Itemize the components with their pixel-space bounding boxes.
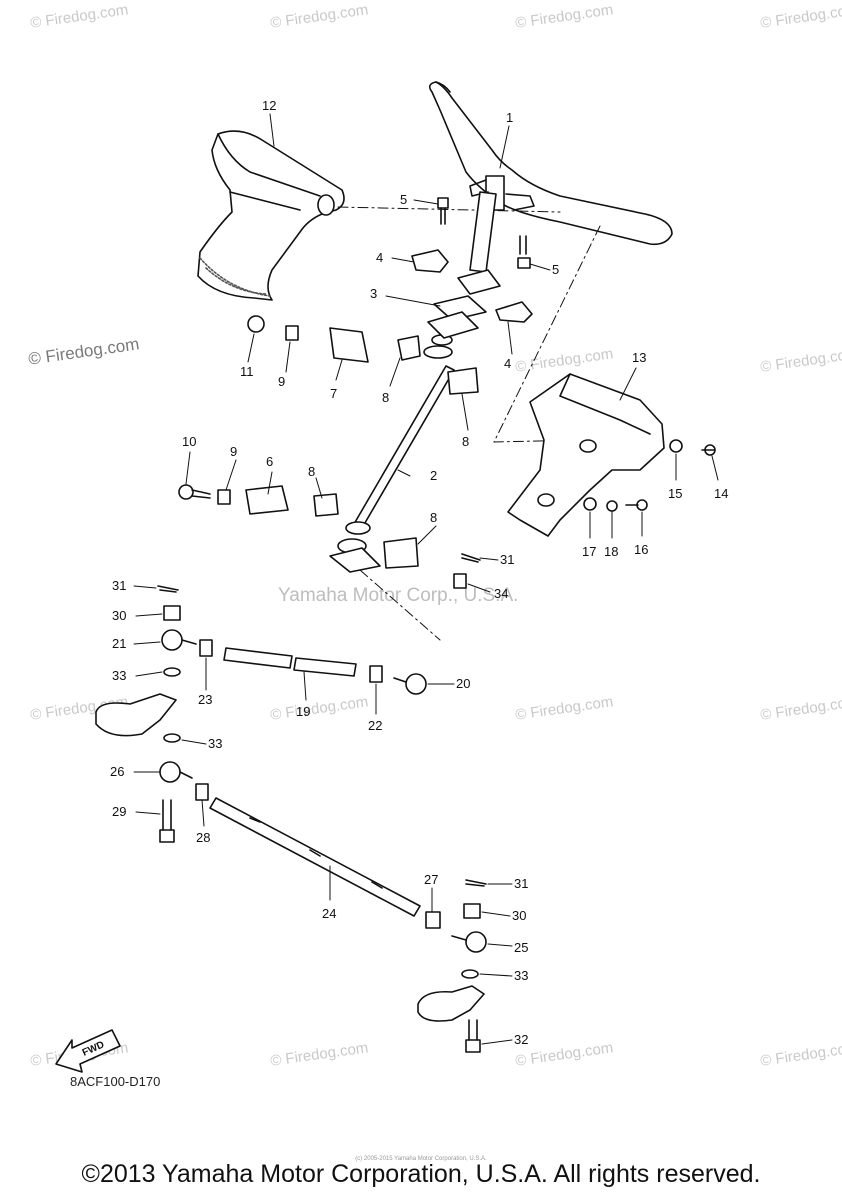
washer [461, 969, 479, 979]
center-watermark: Yamaha Motor Corp., U.S.A. [278, 585, 519, 606]
callout-label: 22 [368, 718, 382, 733]
callout-label: 14 [714, 486, 728, 501]
callout-label: 19 [296, 704, 310, 719]
callout-label: 1 [506, 110, 513, 125]
rod-end [159, 761, 193, 783]
callout-label: 12 [262, 98, 276, 113]
callout-label: 25 [514, 940, 528, 955]
bolt [465, 1019, 481, 1053]
cotter-pin [465, 879, 487, 887]
handlebar [428, 81, 673, 246]
callout-label: 4 [376, 250, 383, 265]
callout-label: 28 [196, 830, 210, 845]
cotter-pin [461, 553, 481, 563]
callout-label: 27 [424, 872, 438, 887]
callout-label: 29 [112, 804, 126, 819]
callout-label: 21 [112, 636, 126, 651]
callout-label: 3 [370, 286, 377, 301]
callout-label: 33 [514, 968, 528, 983]
diagram-code: 8ACF100-D170 [70, 1074, 161, 1089]
nut [163, 605, 181, 621]
callout-label: 15 [668, 486, 682, 501]
nut [285, 325, 299, 341]
screw [701, 444, 716, 456]
nut [453, 573, 467, 589]
callout-label: 11 [240, 364, 254, 379]
callout-label: 13 [632, 350, 646, 365]
collar [583, 497, 597, 511]
bracket [329, 327, 369, 363]
locknut [199, 639, 213, 657]
washer [163, 667, 181, 677]
rod-end [393, 673, 427, 695]
bolt [159, 799, 175, 843]
cotter-pin [157, 585, 179, 593]
callout-label: 10 [182, 434, 196, 449]
callout-label: 8 [430, 510, 437, 525]
bushing [383, 537, 419, 569]
callout-label: 5 [552, 262, 559, 277]
callout-label: 24 [322, 906, 336, 921]
locknut [369, 665, 383, 683]
callout-label: 31 [500, 552, 514, 567]
screw [625, 499, 648, 511]
callout-label: 4 [504, 356, 511, 371]
callout-label: 32 [514, 1032, 528, 1047]
callout-label: 33 [208, 736, 222, 751]
tie-rod-long [209, 797, 421, 917]
callout-label: 16 [634, 542, 648, 557]
callout-label: 33 [112, 668, 126, 683]
bracket [245, 485, 289, 515]
bushing [313, 493, 339, 517]
rod-end [451, 931, 487, 953]
clamp-assembly [427, 269, 501, 339]
callout-label: 31 [112, 578, 126, 593]
callouts: 1 2 3 4 4 5 5 6 7 8 8 8 8 9 9 10 11 12 1… [110, 98, 728, 1047]
callout-label: 2 [430, 468, 437, 483]
callout-label: 23 [198, 692, 212, 707]
holder [495, 301, 533, 323]
nut [217, 489, 231, 505]
locknut [195, 783, 209, 801]
callout-label: 7 [330, 386, 337, 401]
callout-label: 9 [278, 374, 285, 389]
holder [411, 249, 449, 273]
bushing [447, 367, 479, 395]
rod-end [161, 629, 197, 651]
callout-label: 9 [230, 444, 237, 459]
callout-label: 6 [266, 454, 273, 469]
fine-print: (c) 2005-2015 Yamaha Motor Corporation, … [355, 1156, 487, 1162]
locknut [425, 911, 441, 929]
callout-label: 8 [382, 390, 389, 405]
callout-label: 26 [110, 764, 124, 779]
callout-label: 31 [514, 876, 528, 891]
bolt [437, 197, 449, 225]
bushing [397, 335, 421, 361]
copyright-notice: ©2013 Yamaha Motor Corporation, U.S.A. A… [81, 1160, 761, 1188]
callout-label: 20 [456, 676, 470, 691]
fwd-arrow-icon: FWD [55, 1029, 121, 1073]
bolt [517, 235, 531, 269]
callout-label: 5 [400, 192, 407, 207]
lower-cover [507, 373, 665, 537]
callout-label: 18 [604, 544, 618, 559]
callout-label: 8 [462, 434, 469, 449]
nut [463, 903, 481, 919]
collar [247, 315, 265, 333]
callout-label: 30 [112, 608, 126, 623]
tie-rod [223, 647, 357, 677]
callout-label: 34 [494, 586, 508, 601]
washer [163, 733, 181, 743]
callout-label: 30 [512, 908, 526, 923]
washer [606, 500, 618, 512]
steering-cover [197, 130, 345, 301]
knuckle-arm [417, 985, 485, 1022]
washer [669, 439, 683, 453]
bolt [178, 484, 211, 500]
callout-label: 8 [308, 464, 315, 479]
callout-label: 17 [582, 544, 596, 559]
pitman-arm [95, 693, 177, 737]
